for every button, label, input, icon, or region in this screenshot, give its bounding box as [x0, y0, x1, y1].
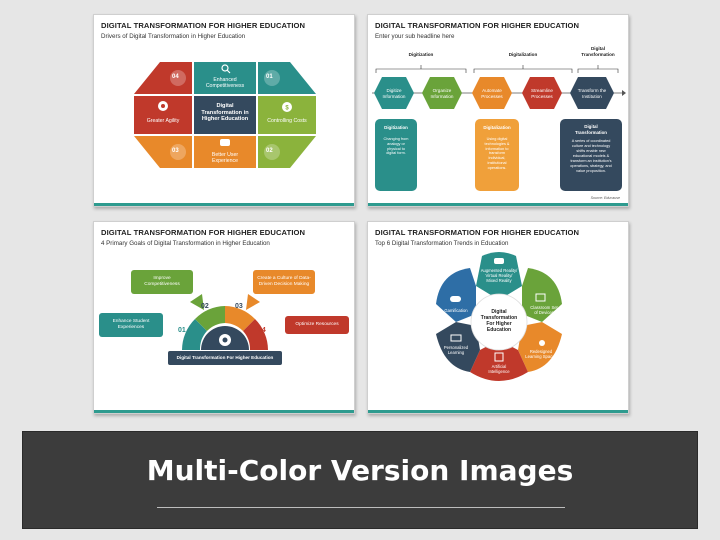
card-digital-transformation	[560, 119, 622, 191]
petal-spaces	[518, 322, 562, 372]
slide-subtitle: 4 Primary Goals of Digital Transformatio…	[101, 240, 270, 247]
drivers-diagram: $	[134, 62, 316, 168]
slide-title: DIGITAL TRANSFORMATION FOR HIGHER EDUCAT…	[101, 21, 306, 30]
gamepad-icon	[450, 296, 461, 302]
goal-label-04: Optimize Resources	[295, 322, 339, 327]
goal-num-02: 02	[201, 303, 209, 310]
petal-ar-vr	[476, 252, 522, 300]
goal-box-04	[285, 316, 349, 334]
arc-segment-02	[195, 306, 225, 331]
driver-num-03: 03	[172, 148, 179, 154]
card-digitalization	[475, 119, 519, 191]
step-hex-4	[522, 77, 562, 109]
process-diagram	[372, 65, 626, 191]
goal-box-03	[253, 270, 315, 294]
slide-subtitle: Enter your sub headline here	[375, 33, 455, 40]
slide-title: DIGITAL TRANSFORMATION FOR HIGHER EDUCAT…	[375, 21, 580, 30]
slide-thumbnail-goals[interactable]: DIGITAL TRANSFORMATION FOR HIGHER EDUCAT…	[93, 221, 355, 414]
step-hex-3	[472, 77, 512, 109]
banner-title: Multi-Color Version Images	[146, 454, 574, 487]
whiteboard-icon	[535, 293, 546, 302]
driver-num-04: 04	[172, 74, 179, 80]
segment-orange-left	[134, 136, 192, 168]
segment-green-mid	[258, 96, 316, 134]
book-icon	[450, 334, 462, 342]
petal-gamification	[436, 268, 476, 322]
arc-segment-04	[243, 319, 268, 350]
goals-diagram	[99, 270, 349, 365]
slide-thumbnail-process[interactable]: DIGITAL TRANSFORMATION FOR HIGHER EDUCAT…	[367, 14, 629, 207]
step-hex-5	[570, 77, 614, 109]
source-note: Source: Educause	[590, 196, 620, 200]
segment-green-bottom	[258, 136, 316, 168]
goal-num-01: 01	[178, 327, 186, 334]
driver-num-02: 02	[266, 148, 273, 154]
group-header-digitization: Digitization	[408, 52, 434, 57]
version-banner: Multi-Color Version Images	[22, 431, 698, 529]
slide-title: DIGITAL TRANSFORMATION FOR HIGHER EDUCAT…	[101, 228, 306, 237]
trends-diagram	[436, 252, 562, 381]
banner-divider	[157, 507, 565, 508]
goal-num-04: 04	[258, 327, 266, 334]
segment-teal-top	[194, 62, 256, 94]
slide-subtitle: Drivers of Digital Transformation in Hig…	[101, 33, 246, 40]
petal-classroom	[522, 268, 562, 322]
money-bag-icon: $	[282, 102, 292, 112]
goal-box-01	[99, 313, 163, 337]
slide-thumbnail-drivers[interactable]: DIGITAL TRANSFORMATION FOR HIGHER EDUCAT…	[93, 14, 355, 207]
goal-num-03: 03	[235, 303, 243, 310]
base-bar	[168, 351, 282, 365]
segment-teal-right	[258, 62, 316, 94]
slide-subtitle: Top 6 Digital Transformation Trends in E…	[375, 240, 509, 247]
step-hex-1	[374, 77, 414, 109]
petal-personalized	[436, 322, 480, 372]
arc-segment-01	[182, 319, 207, 350]
segment-red-top	[134, 62, 192, 94]
center-circle	[470, 293, 528, 351]
trend-label-gamification: Gamification	[444, 308, 468, 313]
search-icon	[221, 64, 231, 74]
vr-headset-icon	[494, 258, 504, 264]
head-brain-icon	[219, 334, 231, 346]
arc-segment-03	[225, 306, 255, 331]
step-hex-2	[422, 77, 462, 109]
chip-icon	[494, 352, 504, 362]
svg-text:$: $	[285, 106, 289, 112]
segment-center	[194, 96, 256, 134]
goal-label-03: Create a Culture of Data-Driven Decision…	[257, 276, 311, 287]
trend-label-ar-vr: Augmented Reality/Virtual Reality/Mixed …	[480, 268, 518, 284]
group-header-digitalization: Digitalization	[508, 52, 538, 57]
driver-num-01: 01	[266, 74, 273, 80]
driver-label-greater-agility: Greater Agility	[146, 118, 180, 124]
base-label: Digital Transformation For Higher Educat…	[176, 355, 274, 360]
slide-title: DIGITAL TRANSFORMATION FOR HIGHER EDUCAT…	[375, 228, 580, 237]
chat-icon	[220, 139, 230, 146]
teacher-icon	[539, 340, 545, 346]
goal-box-02	[131, 270, 193, 294]
card-digitization	[375, 119, 417, 191]
slide-thumbnail-trends[interactable]: DIGITAL TRANSFORMATION FOR HIGHER EDUCAT…	[367, 221, 629, 414]
gear-icon	[158, 101, 168, 111]
driver-label-controlling-costs: Controlling Costs	[267, 118, 307, 124]
